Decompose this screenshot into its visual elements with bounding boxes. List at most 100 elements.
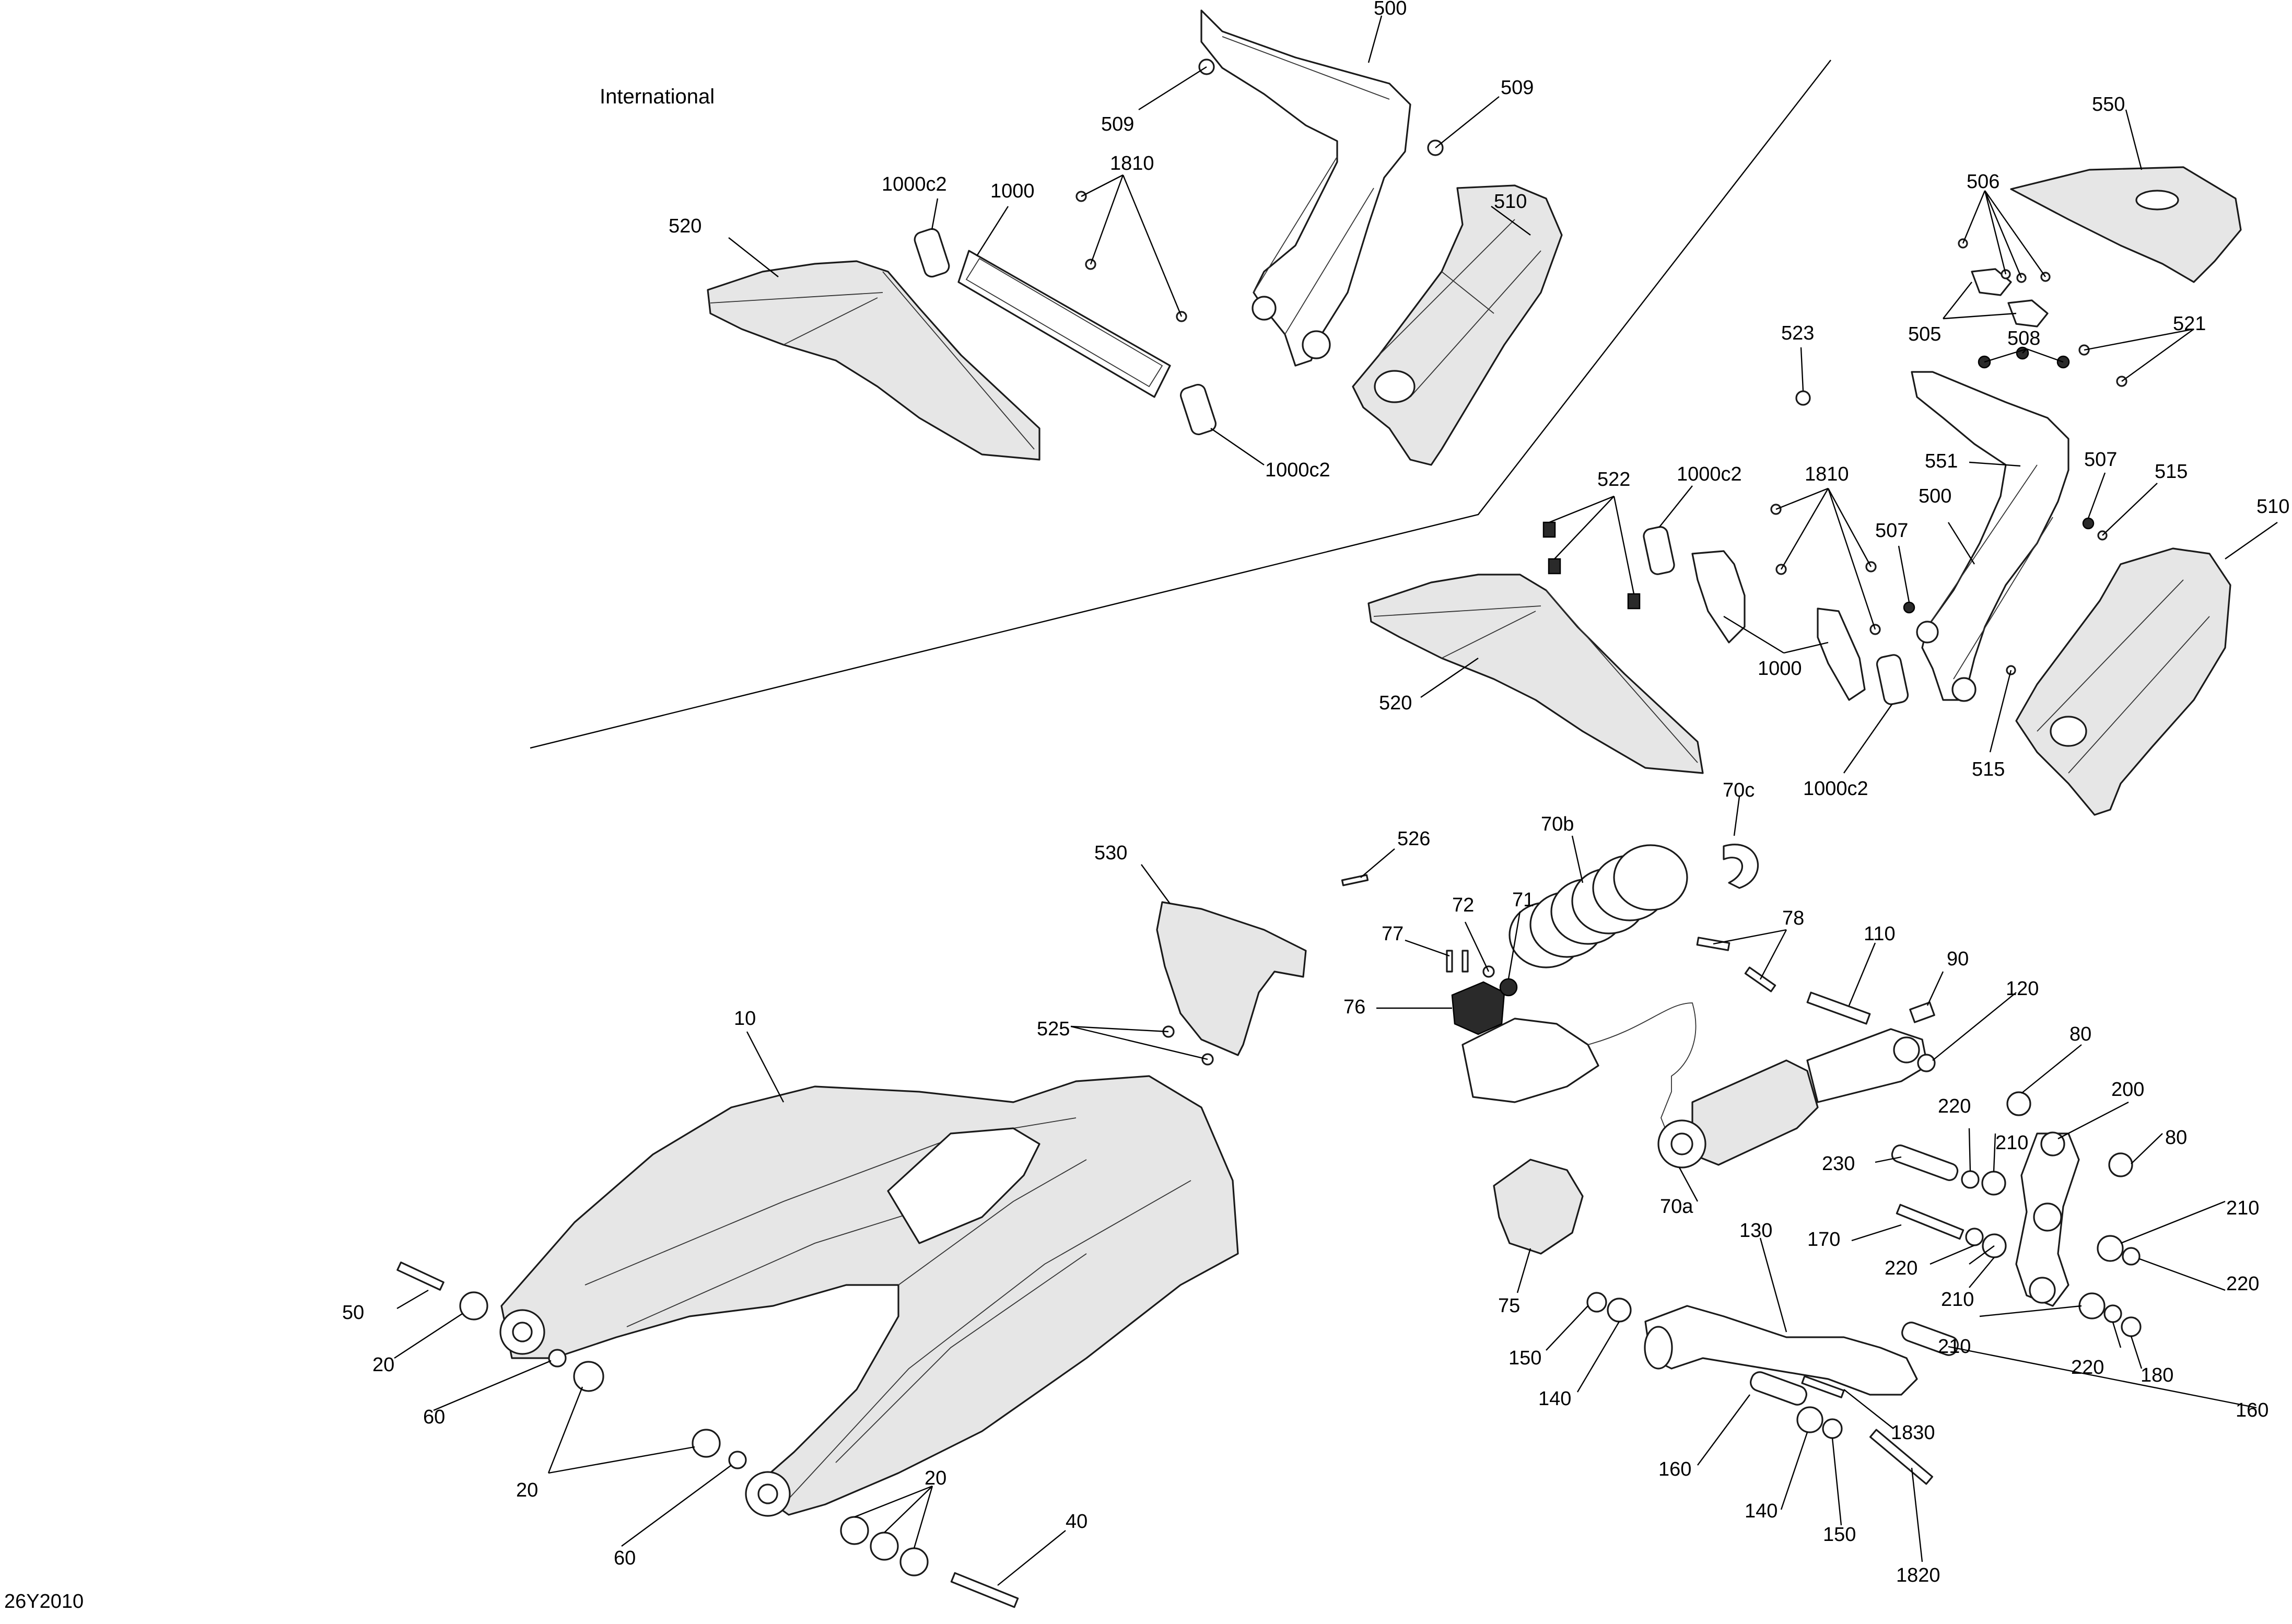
callout-170: 170 [1807,1229,1840,1251]
part-1000-gasket-a [1691,550,1746,644]
callout-76: 76 [1343,996,1365,1018]
part-130-link-rod [1644,1305,1918,1396]
callout-labels: 500 509 509 1810 1000c2 1000 520 510 100… [342,0,2289,1586]
part-526-screw [1341,874,1369,886]
callout-510: 510 [2256,496,2289,518]
part-50-bolt [396,1261,445,1291]
part-200-rocker-arm [2015,1131,2080,1307]
callout-523: 523 [1781,322,1814,344]
callout-210: 210 [1938,1336,1971,1358]
part-110-bolt [1806,991,1871,1025]
callout-500: 500 [1919,485,1951,507]
part-180-nut [2121,1316,2142,1337]
part-507-nut-a [2082,517,2095,530]
part-70b-spring [1508,844,1688,968]
part-500-bracket [1911,371,2069,702]
part-522-clip [1548,558,1561,575]
callout-526: 526 [1397,828,1430,850]
callout-160: 160 [2236,1399,2268,1421]
part-10-swing-arm [499,1075,1239,1517]
part-140-bushing-a [1607,1298,1632,1323]
part-150-washer-a [1586,1292,1607,1313]
callout-507: 507 [1875,520,1908,542]
callout-507: 507 [2084,449,2117,471]
part-230-sleeve [1891,1144,1959,1181]
callout-10: 10 [734,1008,756,1030]
callout-1000c2: 1000c2 [1803,778,1868,800]
callout-140: 140 [1745,1500,1778,1522]
callout-220: 220 [1938,1095,1971,1117]
callout-70a: 70a [1660,1196,1693,1218]
part-60-bushing-a [548,1349,567,1368]
part-510-side-panel-intl [1352,184,1563,466]
callout-500: 500 [1374,0,1407,19]
callout-1810: 1810 [1805,463,1849,485]
callout-210: 210 [2226,1197,2259,1219]
callout-70c: 70c [1723,779,1755,801]
callout-1000c2: 1000c2 [882,173,947,195]
callout-150: 150 [1823,1524,1856,1546]
part-140-bushing-b [1796,1406,1823,1433]
callout-521: 521 [2173,313,2206,335]
part-1000c2-pad-intl-a [914,228,950,278]
callout-78: 78 [1782,907,1804,929]
callout-71: 71 [1512,889,1534,911]
part-77-screw [1446,950,1453,973]
callout-130: 130 [1739,1220,1772,1242]
callout-515: 515 [1972,758,2005,780]
part-1000c2-pad-b [1876,654,1909,705]
callout-220: 220 [2071,1357,2104,1378]
part-520-mudguard [1367,574,1704,774]
part-1000c2-pad-intl-b [1180,383,1217,436]
part-220-washer-a [1961,1170,1980,1189]
part-170-bolt [1896,1204,1964,1240]
part-70c-spring-clip [1723,844,1759,889]
callout-20: 20 [516,1479,538,1501]
part-75-sensor-bracket [1493,1159,1584,1255]
part-20-bearing-f [899,1547,929,1576]
leader-lines [394,15,2278,1586]
part-1830-screw [1801,1375,1845,1398]
callout-210: 210 [1941,1289,1974,1311]
part-500-bracket-intl [1200,9,1411,367]
callout-505: 505 [1908,323,1941,345]
part-530-splash-guard [1156,901,1307,1056]
callout-1000c2: 1000c2 [1677,463,1742,485]
part-20-bearing-b [573,1361,604,1392]
callout-508: 508 [2007,328,2040,349]
callout-510: 510 [1494,191,1527,213]
part-520-mudguard-intl [707,260,1040,461]
callout-1000: 1000 [1758,658,1802,680]
part-120-nut [1917,1054,1936,1072]
part-510-side-panel [2015,547,2231,816]
callout-60: 60 [614,1547,636,1569]
callout-80: 80 [2069,1023,2091,1045]
part-220-washer-c [2122,1247,2141,1266]
part-210-bearing-c [2097,1235,2124,1262]
callout-90: 90 [1947,948,1969,970]
callout-220: 220 [1885,1257,1917,1279]
callout-1820: 1820 [1896,1564,1940,1586]
callout-160: 160 [1658,1458,1691,1480]
figure-code: 26Y2010 [4,1591,84,1613]
callout-80: 80 [2165,1127,2187,1149]
part-20-bearing-a [459,1291,488,1321]
part-522-clip [1542,521,1556,538]
callout-520: 520 [669,215,701,237]
part-71-nut [1499,978,1518,997]
part-1000c2-pad-a [1643,526,1675,575]
part-505-plate-b [2007,299,2049,328]
part-1000-gasket-b [1817,607,1866,701]
callout-75: 75 [1498,1295,1520,1317]
callout-20: 20 [372,1354,394,1376]
callout-1000: 1000 [990,180,1035,202]
callout-509: 509 [1501,77,1534,99]
part-80-bushing-a [2006,1091,2031,1116]
callout-506: 506 [1967,171,1999,193]
part-210-bearing-a [1981,1171,2006,1196]
international-divider-line [530,60,1831,749]
callout-520: 520 [1379,692,1412,714]
callout-530: 530 [1094,842,1127,864]
international-label: International [600,85,715,108]
